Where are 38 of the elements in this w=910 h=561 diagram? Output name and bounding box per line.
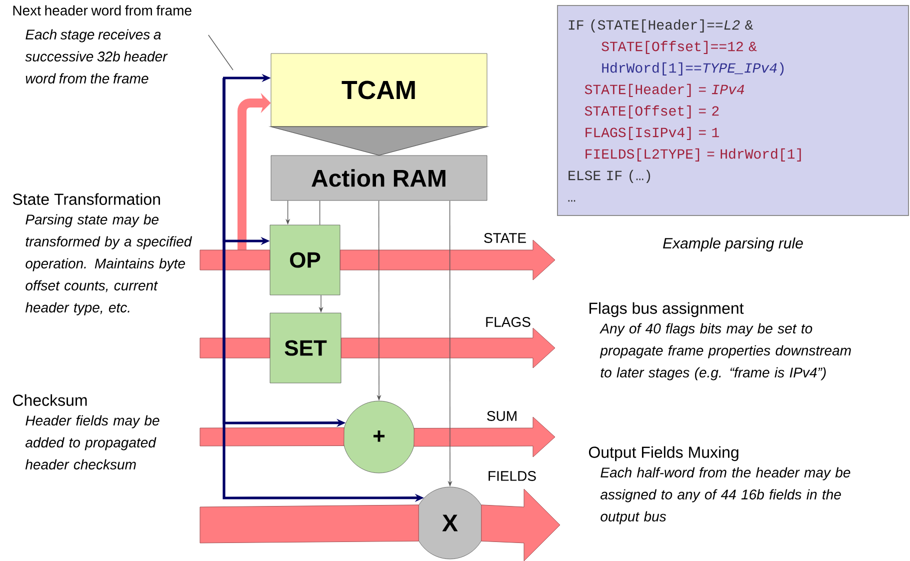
bus-arrow	[414, 416, 556, 458]
tcam-box: TCAM	[270, 53, 488, 127]
operation-box: OP	[270, 224, 340, 296]
node-label: Example parsing rule	[663, 238, 803, 252]
code-line: HdrWord[1]==TYPE_IPv4)	[602, 62, 784, 76]
heading: Output Fields Muxing	[588, 446, 738, 462]
bus-label: SUM	[487, 411, 516, 421]
code-line: STATE[Offset] = 2	[584, 105, 719, 118]
bus-arrow	[200, 504, 419, 544]
code-line: FIELDS[L2TYPE] = HdrWord[1]	[586, 148, 801, 162]
operation-box: SET	[270, 312, 342, 384]
bus-label: FIELDS	[488, 471, 536, 481]
bus-label: FLAGS	[486, 317, 530, 327]
bus-arrow	[481, 488, 560, 561]
code-line: STATE[Offset]==12 &	[602, 40, 757, 54]
bus-arrow	[340, 240, 556, 280]
bus-label: STATE	[484, 233, 526, 243]
code-line: STATE[Header] = IPv4	[584, 84, 744, 97]
heading: Checksum	[13, 394, 87, 406]
heading: State Transformation	[12, 193, 160, 205]
bus-arrow	[200, 338, 270, 358]
description: Each stage receives a successive 32b header word from the frame	[25, 29, 168, 84]
leader-line	[208, 34, 234, 70]
heading: Next header word from frame	[13, 5, 192, 16]
description: Header fields may be added to propagated header checksum	[25, 415, 160, 470]
code-line: FLAGS[IsIPv4] = 1	[586, 126, 719, 140]
code-line: ELSE IF (…)	[568, 170, 650, 183]
heading: Flags bus assignment	[590, 302, 744, 318]
description: Parsing state may be transformed by a specified operation. Maintains byte offset counts, current header type, etc.	[25, 214, 192, 316]
code-line: …	[568, 200, 576, 202]
memory-box: Action RAM	[270, 155, 488, 201]
bus-arrow	[340, 328, 556, 368]
code-line: IF (STATE[Header]==L2 &	[568, 19, 753, 32]
bus-arrow	[200, 427, 344, 446]
description: Each half-word from the header may be assigned to any of 44 16b fields in the output bus	[600, 467, 850, 524]
bus-arrow	[200, 250, 270, 270]
description: Any of 40 flags bits may be set to propagate frame properties downstream to later stages (e.g. “frame is IPv4”)	[600, 323, 851, 380]
code-box	[557, 5, 909, 216]
